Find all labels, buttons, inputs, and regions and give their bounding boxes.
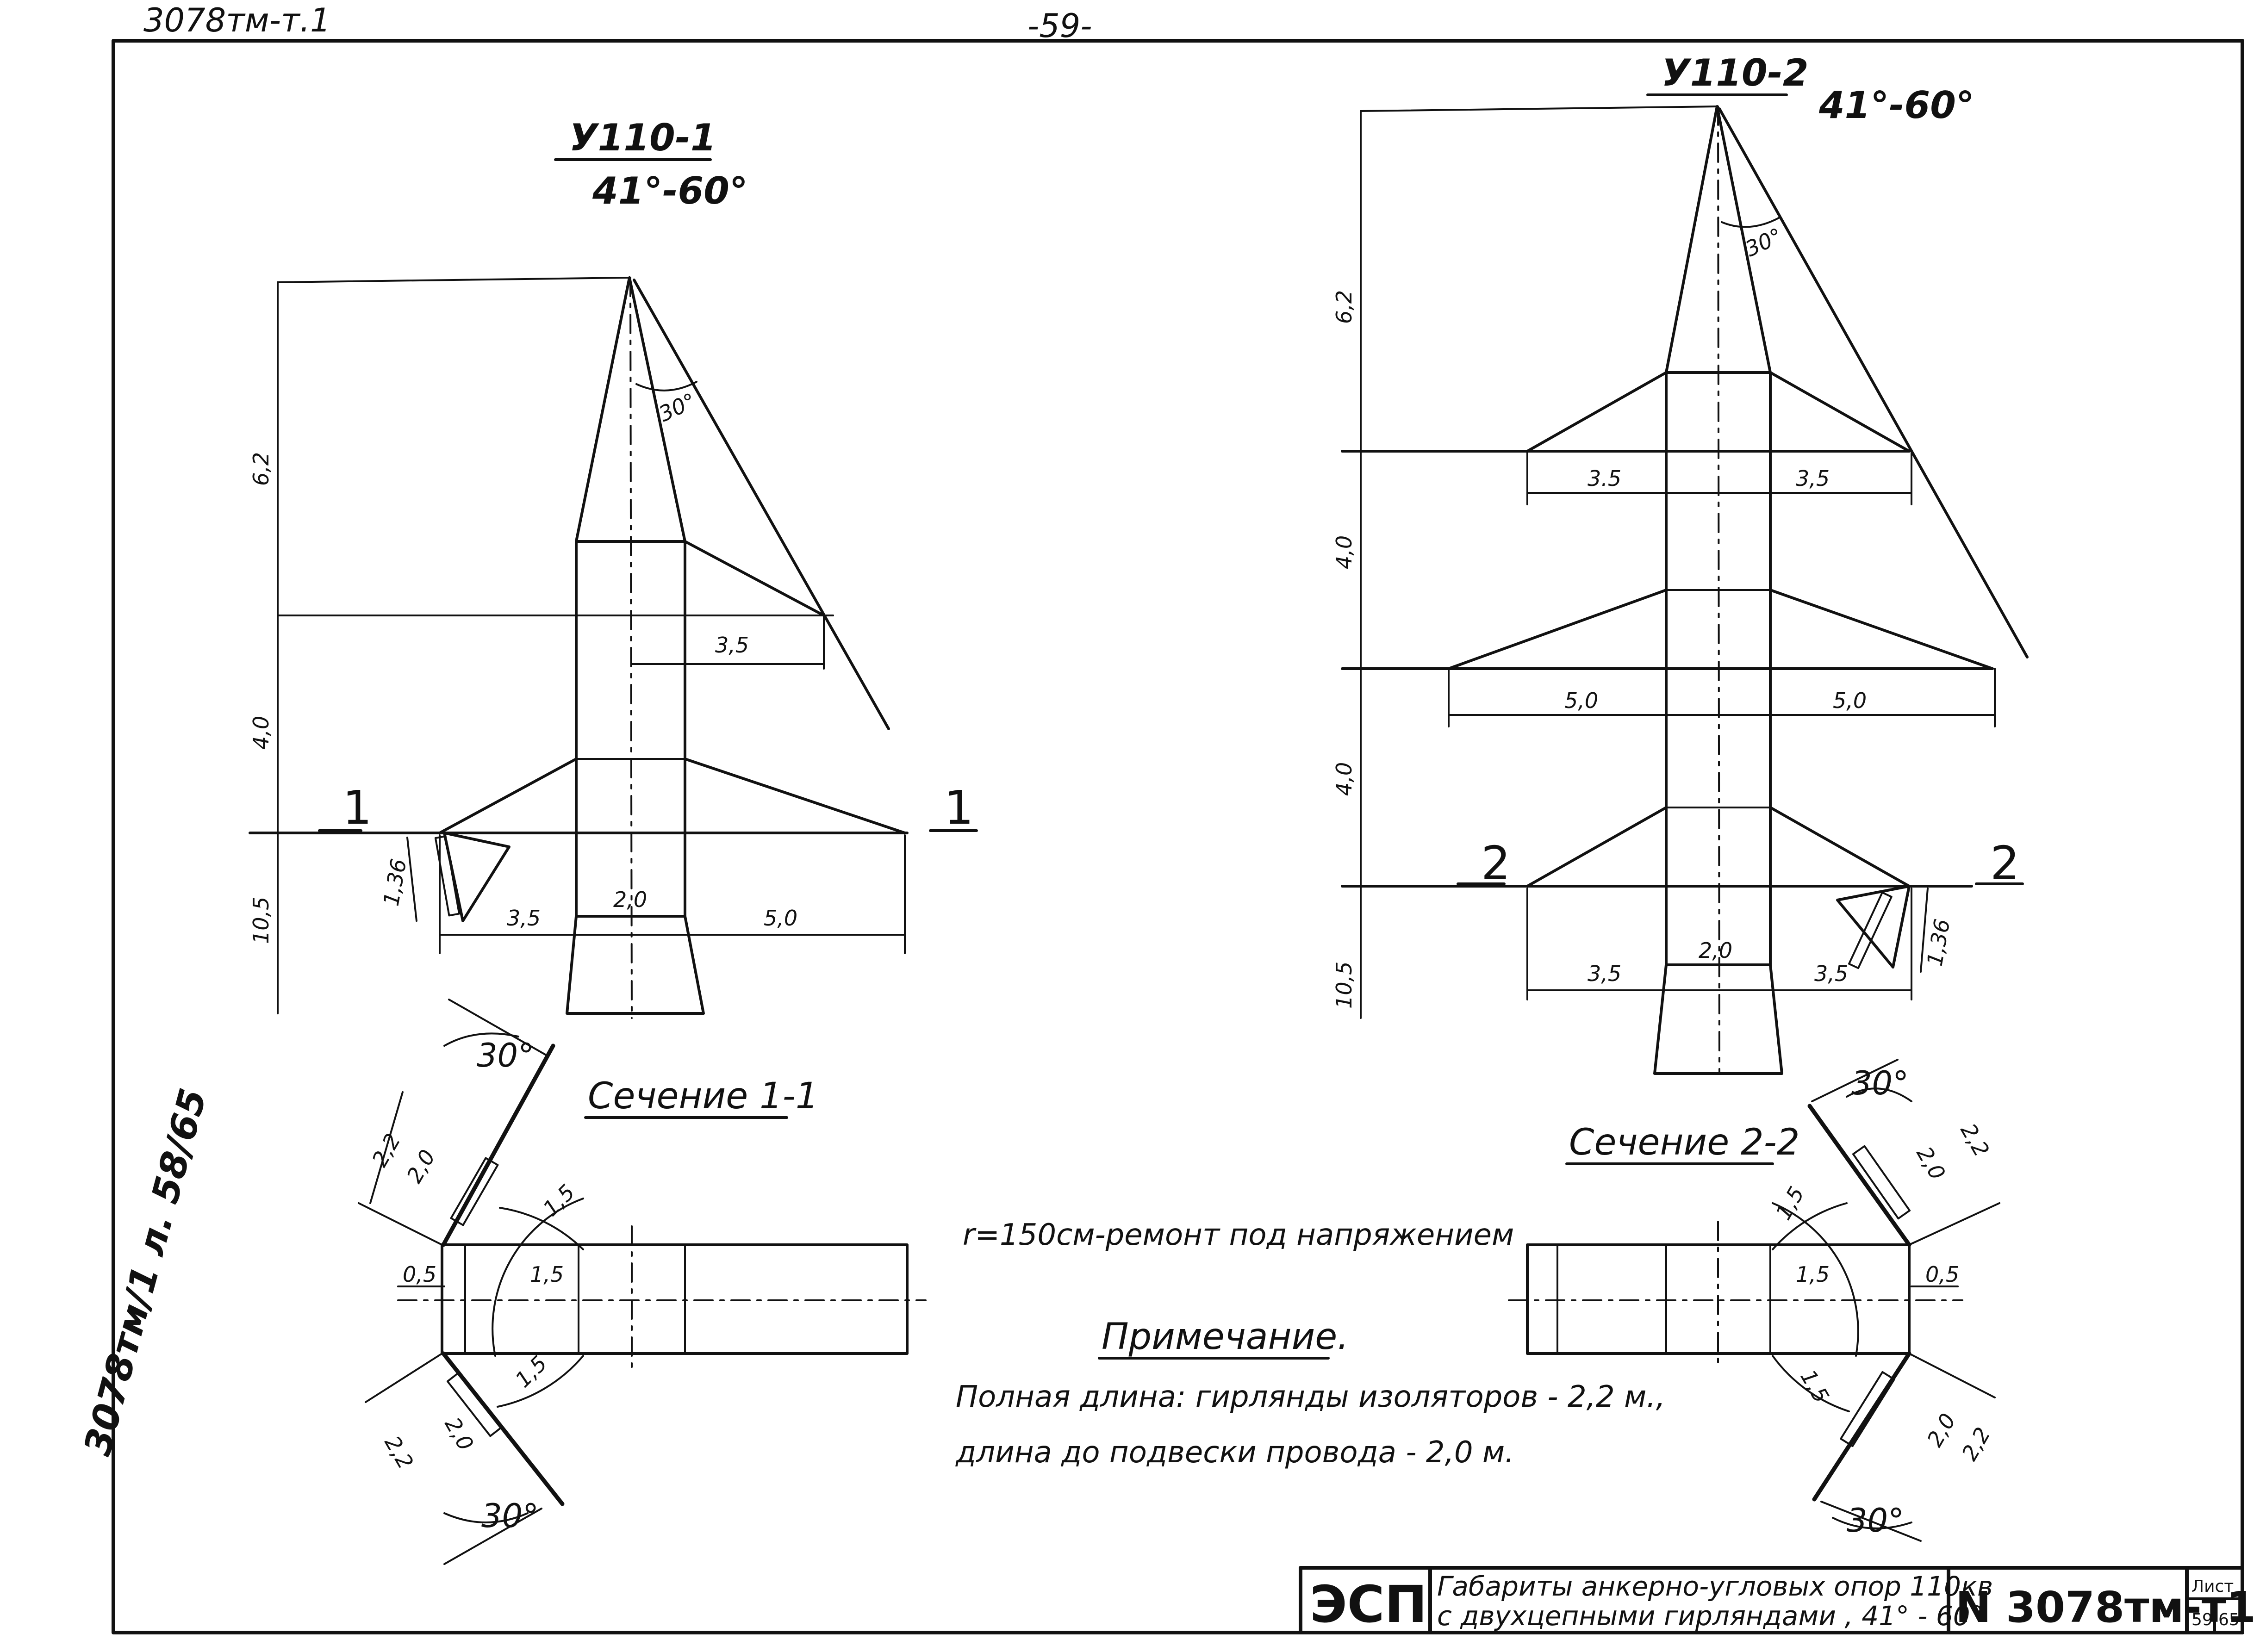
tower2-dim-arm-top-left: 3.5 bbox=[1588, 466, 1621, 491]
section1-angle-top: 30° bbox=[477, 1037, 534, 1074]
tower1-dim-h-bottom: 10,5 bbox=[249, 897, 274, 944]
note-repair: r=150см-ремонт под напряжением bbox=[963, 1218, 1514, 1252]
tb-sheet-total: 65 bbox=[2218, 1610, 2240, 1629]
tower1-dim-arm-top: 3,5 bbox=[715, 633, 749, 658]
tower2-dim-center: 2,0 bbox=[1699, 938, 1732, 963]
title-block: ЭСП Габариты анкерно-угловых опор 110кв … bbox=[1299, 1566, 2256, 1634]
tower2-dim-h-top: 6,2 bbox=[1332, 290, 1357, 324]
tower1-title: У110-1 bbox=[569, 116, 716, 159]
section1-angle-bottom: 30° bbox=[481, 1497, 539, 1535]
tower2-dim-arm-mid-right: 5,0 bbox=[1833, 688, 1867, 713]
tower-2: У110-2 41°-60° 30° 3.5 3,5 5,0 5,0 bbox=[1332, 51, 2029, 1075]
section1-d22-bottom: 2,2 bbox=[380, 1432, 418, 1473]
section2-d05: 0,5 bbox=[1925, 1262, 1959, 1287]
section1-d05: 0,5 bbox=[403, 1262, 436, 1287]
section1-r15-a: 1,5 bbox=[538, 1180, 580, 1221]
section1-r15-c: 1,5 bbox=[511, 1351, 552, 1392]
tower1-angle: 41°-60° bbox=[592, 169, 748, 212]
tower1-dim-h-mid: 4,0 bbox=[249, 716, 274, 750]
tower1-dim-center: 2,0 bbox=[613, 887, 647, 912]
section2-r15-a: 1,5 bbox=[1771, 1182, 1809, 1224]
section2-d20-bottom: 2,0 bbox=[1922, 1409, 1961, 1451]
section1-d20-top: 2,0 bbox=[402, 1145, 440, 1187]
tower1-sec-mark-left: 1 bbox=[342, 781, 372, 835]
section-1-1: Сечение 1-1 2,2 2,0 30° 2,2 2,0 30° 1,5 bbox=[358, 999, 927, 1565]
tower-1: У110-1 41°-60° 30° 3,5 1 1 1,36 bbox=[249, 116, 978, 1019]
tb-number: N 3078тм-т1 bbox=[1955, 1583, 2256, 1632]
section2-crossarm bbox=[1526, 1243, 1911, 1355]
tower1-angle-30: 30° bbox=[655, 388, 700, 427]
sheet-frame bbox=[112, 39, 2244, 1634]
tower2-angle: 41°-60° bbox=[1818, 84, 1974, 127]
tb-desc-1: Габариты анкерно-угловых опор 110кв bbox=[1437, 1571, 1993, 1602]
section2-r15-c: 1,5 bbox=[1795, 1366, 1834, 1407]
tower2-dim-left: 3,5 bbox=[1588, 961, 1621, 986]
tower2-leg bbox=[1653, 963, 1783, 1075]
section2-r15-b: 1,5 bbox=[1796, 1262, 1830, 1287]
note-heading: Примечание. bbox=[1102, 1316, 1349, 1358]
section2-d22-top: 2,2 bbox=[1955, 1119, 1994, 1161]
section1-r15-b: 1,5 bbox=[530, 1262, 564, 1287]
tower1-insulator bbox=[443, 832, 511, 922]
tb-sheet-label: Лист bbox=[2192, 1577, 2234, 1596]
tb-desc-2: с двухцепными гирляндами , 41° - 60° bbox=[1437, 1600, 1984, 1632]
section2-angle-top: 30° bbox=[1851, 1064, 1909, 1102]
section1-d22-top: 2,2 bbox=[367, 1129, 405, 1171]
section1-crossarm bbox=[441, 1243, 909, 1355]
tower2-dim-h-mid2: 4,0 bbox=[1332, 762, 1357, 796]
tower2-dim-arm-top-right: 3,5 bbox=[1796, 466, 1830, 491]
tower2-title: У110-2 bbox=[1662, 51, 1809, 94]
tower2-dim-insul: 1,36 bbox=[1922, 917, 1955, 968]
section2-angle-bottom: 30° bbox=[1847, 1502, 1904, 1540]
tower1-leg bbox=[566, 915, 705, 1015]
tower1-dim-left: 3,5 bbox=[507, 906, 541, 931]
note-line-2: длина до подвески провода - 2,0 м. bbox=[955, 1435, 1514, 1470]
section1-title: Сечение 1-1 bbox=[588, 1075, 818, 1117]
margin-stamp: 3078тм/1 л. 58/65 bbox=[76, 1084, 215, 1460]
section2-string-top bbox=[1807, 1104, 1911, 1247]
tb-sheet-no: 59 bbox=[2192, 1610, 2213, 1629]
tower1-guy-line bbox=[633, 279, 890, 730]
tower2-dim-h-bottom: 10,5 bbox=[1332, 962, 1357, 1009]
tb-org: ЭСП bbox=[1310, 1575, 1427, 1634]
doc-code-top: 3078тм-т.1 bbox=[143, 1, 331, 39]
tower1-dim-insul: 1,36 bbox=[379, 857, 411, 908]
tower2-insulator bbox=[1836, 885, 1911, 969]
section2-title: Сечение 2-2 bbox=[1569, 1122, 1799, 1163]
tower1-sec-mark-right: 1 bbox=[944, 781, 974, 835]
tower1-dim-right: 5,0 bbox=[764, 906, 797, 931]
tower2-sec-mark-right: 2 bbox=[1990, 836, 2020, 890]
section-2-2: Сечение 2-2 2,2 2,0 30° 2,2 2,0 30° 1,5 … bbox=[1508, 1059, 2000, 1542]
section2-d22-bottom: 2,2 bbox=[1957, 1423, 1995, 1465]
tower2-guy-line bbox=[1718, 107, 2029, 658]
tower2-sec-mark-left: 2 bbox=[1481, 836, 1511, 890]
page-marker: -59- bbox=[1027, 7, 1092, 45]
tower2-dim-h-mid1: 4,0 bbox=[1332, 535, 1357, 569]
section2-string-bottom bbox=[1812, 1351, 1911, 1502]
notes: r=150см-ремонт под напряжением Примечани… bbox=[955, 1218, 1665, 1470]
tower1-dim-h-top: 6,2 bbox=[249, 452, 274, 486]
section1-string-top bbox=[441, 1043, 555, 1247]
note-line-1: Полная длина: гирлянды изоляторов - 2,2 … bbox=[956, 1380, 1665, 1414]
tower2-dim-right: 3,5 bbox=[1814, 961, 1848, 986]
section2-d20-top: 2,0 bbox=[1911, 1143, 1950, 1184]
tower2-dim-arm-mid-left: 5,0 bbox=[1564, 688, 1598, 713]
section1-d20-bottom: 2,0 bbox=[440, 1413, 478, 1455]
